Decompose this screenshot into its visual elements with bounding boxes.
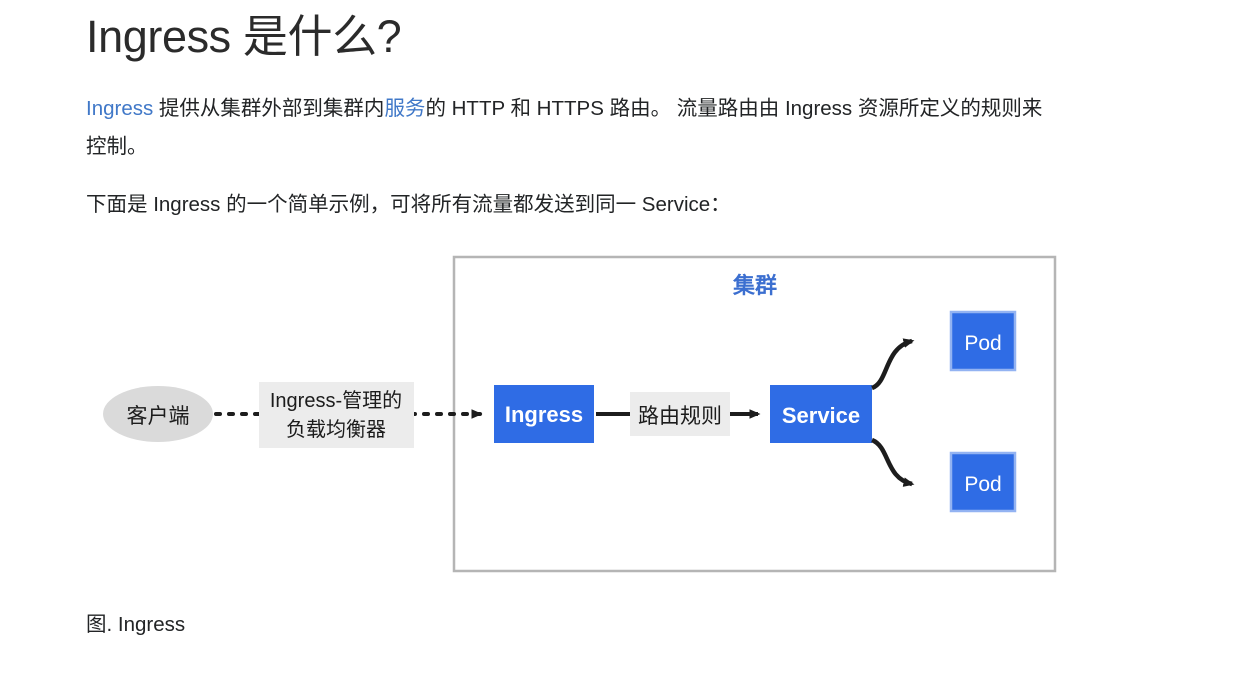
page-title: Ingress 是什么? [86,11,402,62]
link-ingress[interactable]: Ingress [86,97,154,120]
service-to-pod-bottom-connector [870,437,915,487]
load-balancer-label-line2: 负载均衡器 [286,418,386,441]
service-to-pod-top-connector [870,338,915,391]
ingress-architecture-diagram: 集群 客户端 Ingress-管理的 负载均衡器 Ingress 路由规则 Se… [0,240,1252,590]
cluster-label: 集群 [732,273,777,298]
paragraph-intro-text-2: 的 HTTP 和 HTTPS 路由。 流量路由由 Ingress 资源所定义的规… [86,97,1043,158]
paragraph-example-intro: 下面是 Ingress 的一个简单示例，可将所有流量都发送到同一 Service… [86,193,731,216]
link-service[interactable]: 服务 [384,97,426,120]
paragraph-intro: Ingress 提供从集群外部到集群内服务的 HTTP 和 HTTPS 路由。 … [86,90,1061,166]
routing-rules-label: 路由规则 [638,405,722,428]
load-balancer-label-line1: Ingress-管理的 [270,389,402,412]
ingress-node [494,385,594,443]
figure-caption: 图. Ingress [86,613,186,636]
client-node [103,386,213,442]
pod-bottom-label: Pod [964,473,1001,496]
routing-rules-label-background [630,392,730,436]
service-node [770,385,872,443]
ingress-node-label: Ingress [505,402,583,427]
paragraph-intro-text-1: 提供从集群外部到集群内 [153,97,385,120]
client-label: 客户端 [127,405,190,428]
pod-top-node [949,310,1017,372]
service-node-label: Service [782,403,860,428]
load-balancer-label-background [259,382,414,448]
pod-top-label: Pod [964,332,1001,355]
pod-bottom-node [949,451,1017,513]
